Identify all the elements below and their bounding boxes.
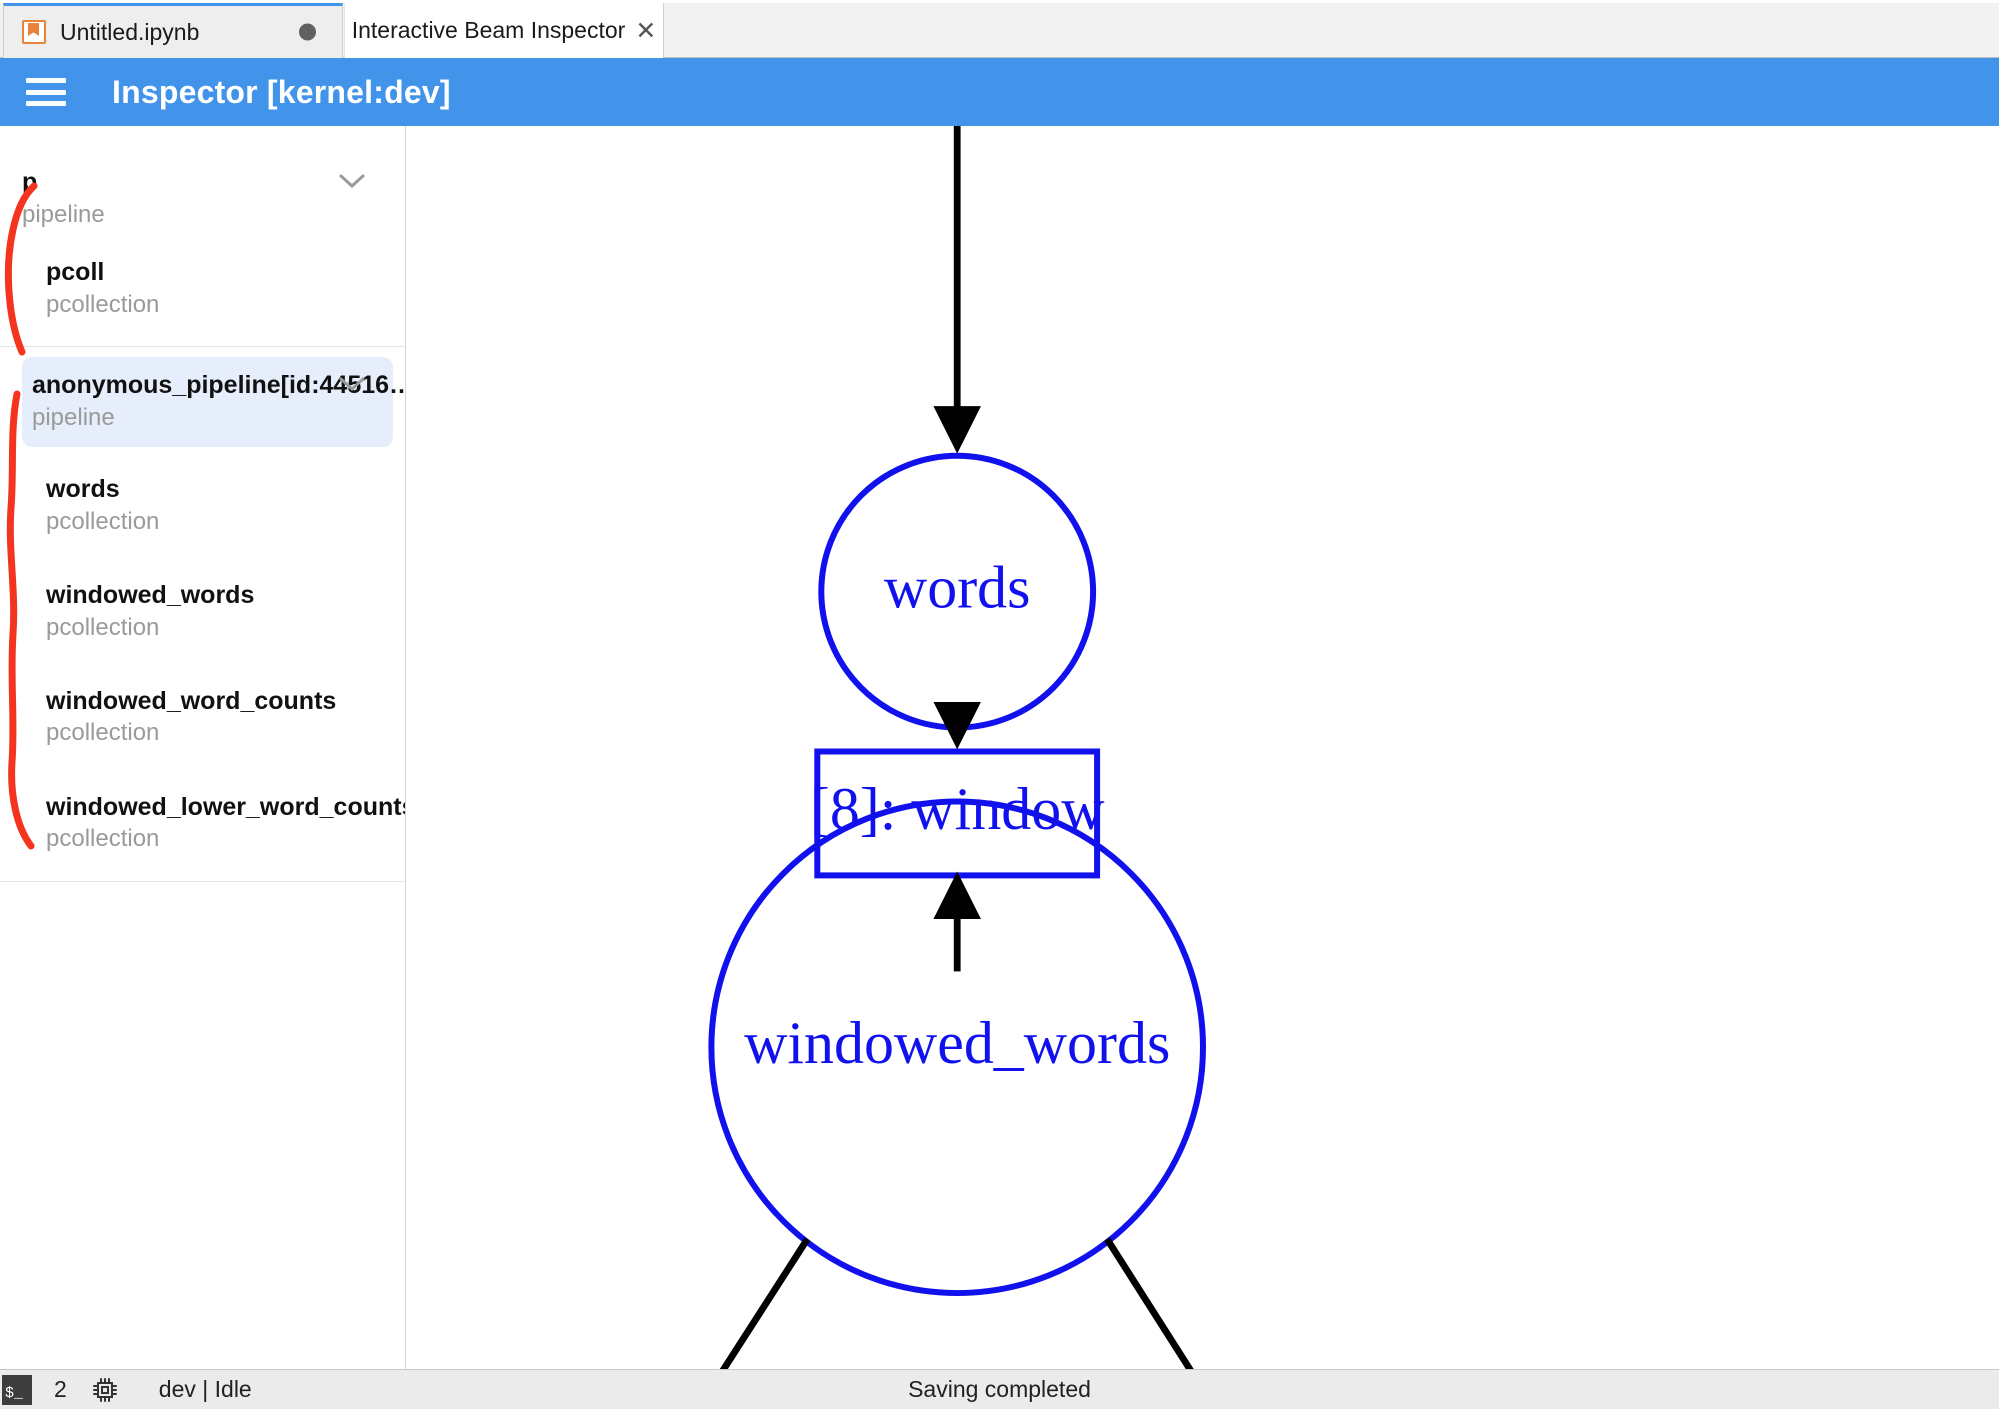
terminal-count: 2 <box>54 1376 67 1402</box>
tab-bar: Untitled.ipynb Interactive Beam Inspecto… <box>0 0 1999 58</box>
graph-node-label: [8]: window <box>810 776 1105 842</box>
sidebar-item-name: words <box>46 474 120 503</box>
terminal-icon[interactable]: $_ <box>2 1374 32 1405</box>
sidebar-item-anonymous-pipeline[interactable]: anonymous_pipeline[id:44516… pipeline <box>0 356 406 447</box>
edge-windowed-words-to-map <box>1104 1237 1194 1369</box>
chevron-down-icon[interactable] <box>339 174 365 189</box>
sidebar-item-name: windowed_word_counts <box>46 686 337 715</box>
status-bar: $_ 2 dev | Idle Saving completed <box>0 1369 1999 1409</box>
sidebar-item-name: windowed_lower_word_counts <box>46 792 406 821</box>
sidebar-item-type: pipeline <box>22 200 105 228</box>
tab-interactive-beam-inspector[interactable]: Interactive Beam Inspector ✕ <box>344 3 664 58</box>
graph-node-words[interactable]: words <box>818 452 1097 731</box>
pipeline-group-p: p pipeline pcoll pcollection <box>0 154 405 334</box>
graph-node-windowed-words[interactable]: windowed_words <box>708 798 1206 1297</box>
sidebar-item-type: pipeline <box>32 403 115 431</box>
pipeline-graph-panel[interactable]: words [8]: window windowed_words <box>407 126 1999 1369</box>
sidebar-item-pcoll[interactable]: pcoll pcollection <box>0 244 405 334</box>
sidebar-item-name: windowed_words <box>46 580 255 609</box>
sidebar-item-type: pcollection <box>46 290 160 318</box>
sidebar-item-type: pcollection <box>46 719 160 747</box>
chip-icon[interactable] <box>91 1376 119 1404</box>
graph-node-window[interactable]: [8]: window <box>810 748 1105 879</box>
tab-label: Interactive Beam Inspector <box>351 17 626 43</box>
tab-label: Untitled.ipynb <box>60 18 200 45</box>
sidebar-item-words[interactable]: words pcollection <box>0 461 405 551</box>
sidebar-item-name: p <box>22 168 38 196</box>
page-title: Inspector [kernel:dev] <box>112 73 451 110</box>
inspectables-sidebar[interactable]: p pipeline pcoll pcollection anonymous_p… <box>0 126 406 1369</box>
edge-windowed-words-to-count <box>719 1237 811 1369</box>
sidebar-item-type: pcollection <box>46 507 160 535</box>
sidebar-divider <box>0 880 405 882</box>
sidebar-item-p[interactable]: p pipeline <box>0 154 405 244</box>
inspector-header: Inspector [kernel:dev] <box>0 58 1999 126</box>
sidebar-divider <box>0 345 405 347</box>
sidebar-item-type: pcollection <box>46 825 160 853</box>
tabbar-top-line <box>0 0 1999 3</box>
hamburger-icon[interactable] <box>26 78 66 106</box>
graph-node-label: words <box>884 554 1031 620</box>
kernel-status[interactable]: dev | Idle <box>158 1376 252 1402</box>
sidebar-item-name: anonymous_pipeline[id:44516… <box>32 370 406 399</box>
sidebar-item-windowed-word-counts[interactable]: windowed_word_counts pcollection <box>0 673 405 763</box>
chevron-down-icon[interactable] <box>339 377 365 392</box>
sidebar-item-name: pcoll <box>46 257 105 286</box>
graph-node-label: windowed_words <box>744 1010 1170 1076</box>
sidebar-item-type: pcollection <box>46 613 160 641</box>
tab-untitled-ipynb[interactable]: Untitled.ipynb <box>3 3 343 58</box>
pipeline-group-anonymous: anonymous_pipeline[id:44516… pipeline wo… <box>0 356 406 869</box>
sidebar-item-windowed-lower-word-counts[interactable]: windowed_lower_word_counts pcollection <box>0 779 405 869</box>
save-status: Saving completed <box>908 1376 1091 1402</box>
close-icon[interactable]: ✕ <box>635 16 657 45</box>
unsaved-changes-dot <box>299 23 316 41</box>
pipeline-graph-svg[interactable]: words [8]: window windowed_words <box>407 126 1999 1369</box>
notebook-icon <box>22 20 46 44</box>
sidebar-item-windowed-words[interactable]: windowed_words pcollection <box>0 567 405 657</box>
